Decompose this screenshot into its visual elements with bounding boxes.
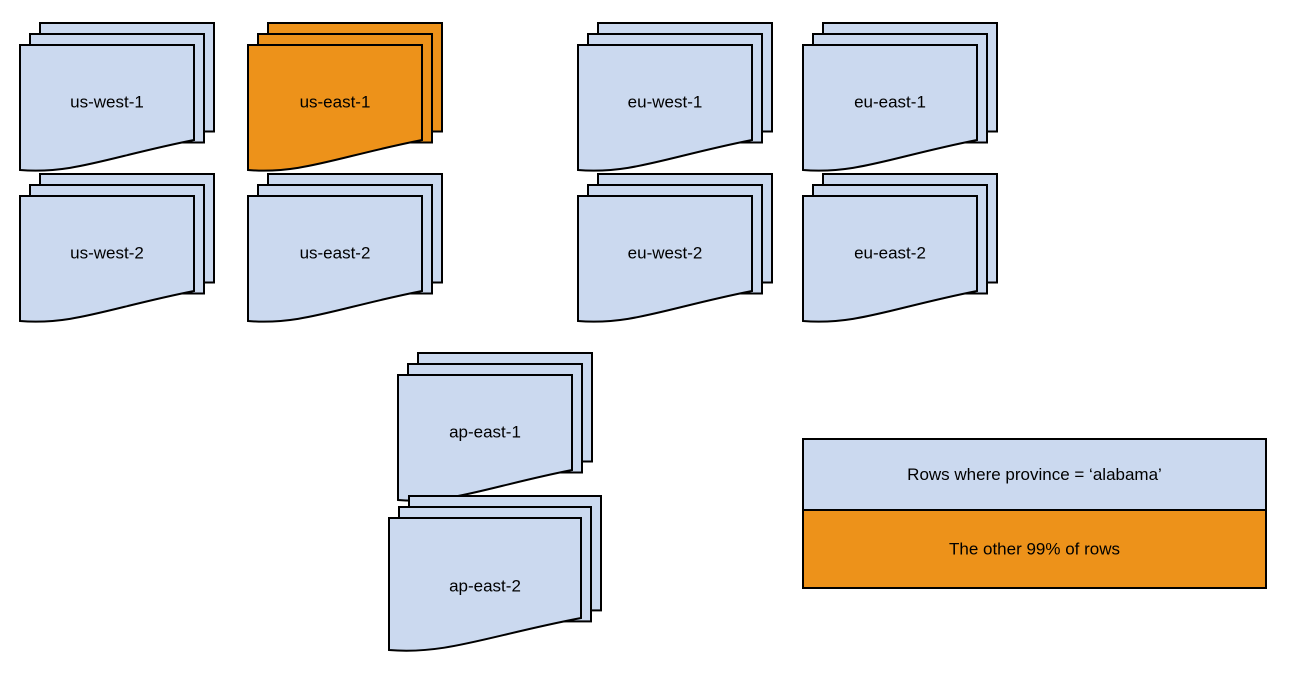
region-stack-us-west-2[interactable]: us-west-2 bbox=[19, 173, 215, 323]
region-stack-eu-west-1[interactable]: eu-west-1 bbox=[577, 22, 773, 172]
region-stack-eu-east-1[interactable]: eu-east-1 bbox=[802, 22, 998, 172]
stack-front-sheet bbox=[802, 195, 978, 323]
legend-label: Rows where province = ‘alabama’ bbox=[907, 465, 1162, 484]
stack-front-sheet bbox=[247, 44, 423, 172]
stack-front-sheet bbox=[247, 195, 423, 323]
region-stack-ap-east-2[interactable]: ap-east-2 bbox=[388, 495, 602, 652]
region-stack-eu-east-2[interactable]: eu-east-2 bbox=[802, 173, 998, 323]
region-label: us-east-1 bbox=[300, 92, 371, 111]
legend-layer: Rows where province = ‘alabama’ The other… bbox=[802, 438, 1267, 589]
region-stack-us-west-1[interactable]: us-west-1 bbox=[19, 22, 215, 172]
legend-swatch-blue bbox=[802, 438, 1267, 511]
stack-front-sheet bbox=[802, 44, 978, 172]
stack-front-sheet bbox=[19, 44, 195, 172]
region-label: us-west-1 bbox=[70, 92, 144, 111]
region-label: us-east-2 bbox=[300, 243, 371, 262]
region-label: eu-east-1 bbox=[854, 92, 926, 111]
region-label: eu-west-2 bbox=[628, 243, 703, 262]
region-label: ap-east-2 bbox=[449, 576, 521, 595]
region-label: ap-east-1 bbox=[449, 422, 521, 441]
region-label: eu-east-2 bbox=[854, 243, 926, 262]
region-stack-eu-west-2[interactable]: eu-west-2 bbox=[577, 173, 773, 323]
stack-front-sheet bbox=[577, 44, 753, 172]
region-stacks-layer: us-west-1 us-west-2 us-east-1 us-east-2 eu-w… bbox=[19, 22, 998, 652]
legend-swatch-orange bbox=[802, 509, 1267, 589]
stack-front-sheet bbox=[19, 195, 195, 323]
region-stack-us-east-1[interactable]: us-east-1 bbox=[247, 22, 443, 172]
legend-label: The other 99% of rows bbox=[949, 539, 1120, 558]
stack-front-sheet bbox=[577, 195, 753, 323]
region-label: eu-west-1 bbox=[628, 92, 703, 111]
region-stack-us-east-2[interactable]: us-east-2 bbox=[247, 173, 443, 323]
stack-front-sheet bbox=[388, 517, 582, 652]
region-label: us-west-2 bbox=[70, 243, 144, 262]
region-stack-ap-east-1[interactable]: ap-east-1 bbox=[397, 352, 593, 502]
